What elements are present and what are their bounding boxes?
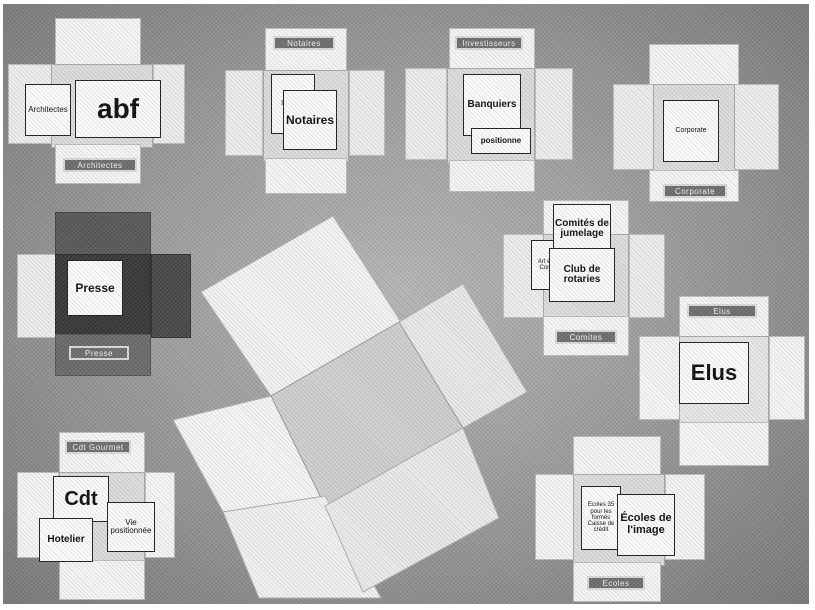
photo-grain: [3, 4, 809, 604]
photograph: Architectes abf Architectes Notaires Ins…: [3, 4, 809, 604]
